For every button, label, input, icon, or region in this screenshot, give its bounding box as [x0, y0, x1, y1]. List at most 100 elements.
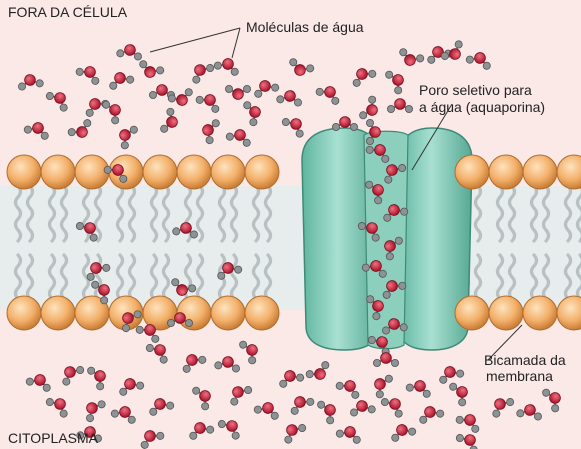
hydrogen-atom	[296, 373, 305, 382]
hydrogen-atom	[315, 87, 325, 97]
water-molecule	[217, 414, 245, 441]
oxygen-atom	[395, 99, 406, 110]
oxygen-atom	[175, 313, 186, 324]
hydrogen-atom	[281, 117, 291, 127]
oxygen-atom	[370, 127, 381, 138]
water-molecule	[448, 378, 473, 407]
hydrogen-atom	[23, 125, 32, 134]
water-molecule	[45, 392, 73, 419]
oxygen-atom	[492, 396, 507, 411]
water-molecule	[455, 409, 484, 434]
water-molecule	[238, 336, 263, 365]
pointer-molecules-1	[150, 28, 240, 52]
water-molecule	[316, 396, 341, 425]
hydrogen-atom	[214, 361, 222, 369]
water-molecule	[106, 69, 134, 91]
lipid-head-bottom	[489, 296, 523, 330]
hydrogen-atom	[306, 64, 315, 73]
water-molecule	[145, 338, 173, 365]
oxygen-atom	[462, 432, 477, 447]
water-molecule	[80, 395, 107, 423]
water-molecule	[349, 398, 376, 416]
oxygen-atom	[52, 90, 67, 105]
oxygen-atom	[62, 364, 77, 379]
water-molecule	[369, 370, 394, 399]
hydrogen-atom	[167, 319, 174, 326]
oxygen-atom	[157, 85, 168, 96]
water-molecule	[305, 360, 334, 385]
water-molecule	[440, 39, 468, 66]
water-molecule	[214, 354, 241, 372]
hydrogen-atom	[95, 381, 105, 391]
hydrogen-atom	[505, 397, 515, 407]
hydrogen-atom	[231, 431, 241, 441]
water-molecule	[373, 353, 398, 367]
water-molecule	[23, 119, 51, 141]
hydrogen-atom	[155, 431, 165, 441]
lipid-head-top	[523, 155, 557, 189]
hydrogen-atom	[465, 55, 474, 64]
water-molecule	[487, 392, 515, 419]
hydrogen-atom	[454, 39, 464, 49]
water-molecule	[57, 360, 85, 387]
oxygen-atom	[233, 89, 244, 100]
hydrogen-atom	[335, 381, 345, 391]
cytoplasm-label: CITOPLASMA	[8, 430, 98, 447]
oxygen-atom	[288, 116, 303, 131]
hydrogen-atom	[75, 365, 85, 375]
water-molecule	[348, 63, 377, 88]
hydrogen-atom	[305, 397, 315, 407]
lipid-head-top	[177, 155, 211, 189]
bilayer-label-line2: membrana	[486, 368, 553, 385]
hydrogen-atom	[380, 397, 390, 407]
lipid-head-top	[7, 155, 41, 189]
water-molecule	[225, 85, 250, 99]
water-molecule	[380, 392, 408, 419]
hydrogen-atom	[271, 83, 280, 92]
oxygen-atom	[284, 422, 299, 437]
water-molecule	[86, 362, 111, 391]
hydrogen-atom	[75, 67, 85, 77]
water-molecule	[225, 126, 253, 148]
hydrogen-atom	[159, 355, 169, 365]
water-molecule	[251, 77, 279, 99]
hydrogen-atom	[516, 409, 524, 417]
hydrogen-atom	[156, 66, 165, 75]
hydrogen-atom	[61, 377, 71, 387]
water-molecule	[455, 428, 483, 449]
oxygen-atom	[387, 396, 402, 411]
water-molecule	[516, 402, 543, 420]
hydrogen-atom	[408, 427, 417, 436]
hydrogen-atom	[217, 419, 227, 429]
hydrogen-atom	[136, 381, 145, 390]
water-molecule	[286, 391, 315, 416]
water-molecule	[191, 382, 216, 411]
water-molecule	[110, 403, 138, 425]
water-molecule	[67, 118, 96, 143]
pore-label-line1: Poro seletivo para	[419, 82, 532, 99]
hydrogen-atom	[456, 369, 465, 378]
water-molecule	[405, 377, 433, 399]
hydrogen-atom	[205, 63, 215, 73]
oxygen-atom	[84, 400, 99, 415]
oxygen-atom	[447, 46, 462, 61]
water-molecule	[465, 49, 493, 71]
hydrogen-atom	[305, 369, 315, 379]
water-molecule	[195, 89, 224, 114]
hydrogen-atom	[387, 105, 394, 112]
hydrogen-atom	[213, 61, 222, 70]
hydrogen-atom	[166, 107, 175, 116]
lipid-head-top	[143, 155, 177, 189]
hydrogen-atom	[149, 91, 156, 98]
water-molecule	[416, 403, 444, 425]
lipid-head-bottom	[245, 296, 279, 330]
water-molecule	[167, 88, 195, 110]
hydrogen-atom	[367, 69, 377, 79]
hydrogen-atom	[405, 383, 414, 392]
water-molecule	[281, 112, 309, 139]
hydrogen-atom	[393, 85, 403, 95]
lipid-head-bottom	[211, 296, 245, 330]
lipid-tails	[0, 186, 581, 310]
hydrogen-atom	[416, 54, 425, 63]
